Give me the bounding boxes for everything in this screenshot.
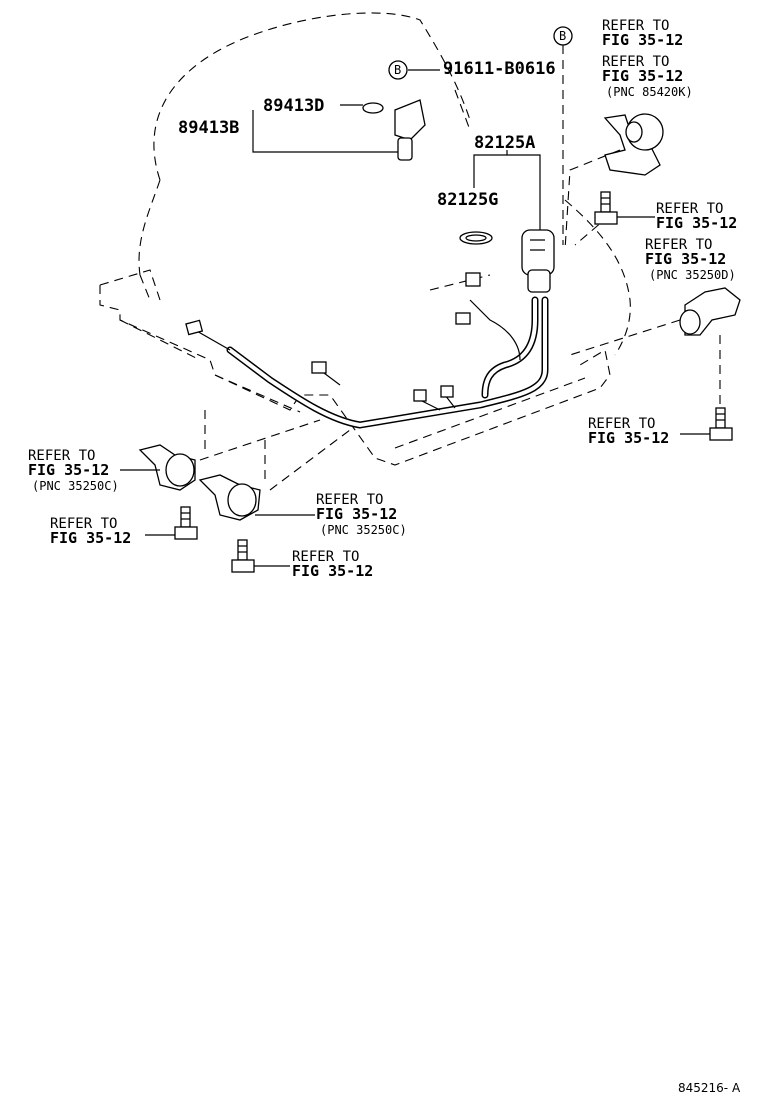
ref2-line2: FIG 35-12 [602, 67, 683, 85]
ref3-line2: FIG 35-12 [656, 214, 737, 232]
sensor-89413B [394, 99, 426, 161]
leader-91611 [454, 89, 471, 131]
label-91611: 91611-B0616 [443, 59, 556, 79]
bracket-85420K [603, 113, 664, 176]
label-82125G: 82125G [437, 190, 498, 210]
ref3-line1: REFER TO [656, 201, 723, 217]
label-89413D: 89413D [263, 96, 324, 116]
bracket-35250C-center [198, 474, 261, 521]
figure-id: 845216- A [678, 1081, 741, 1095]
ref4-line1: REFER TO [645, 237, 712, 253]
leader-bracket-left1 [199, 410, 321, 461]
bolt-left [174, 506, 198, 540]
callout-b-91611-text: B [394, 63, 401, 77]
bolt-center [231, 539, 255, 573]
ref5-line1: REFER TO [588, 416, 655, 432]
ref8-line2: FIG 35-12 [316, 505, 397, 523]
ref9-line1: REFER TO [292, 549, 359, 565]
ref4-line2: FIG 35-12 [645, 250, 726, 268]
speed-sensor-82125A [521, 229, 555, 293]
ref7-line2: FIG 35-12 [50, 529, 131, 547]
leader-bracket-right [569, 319, 681, 356]
connector-4 [465, 272, 481, 287]
ref1-line2: FIG 35-12 [602, 31, 683, 49]
label-89413B: 89413B [178, 118, 239, 138]
oil-pan-inner [119, 319, 586, 449]
connector-6 [440, 385, 454, 398]
ref4-line3: (PNC 35250D) [649, 268, 736, 282]
leader-82125A [473, 150, 541, 230]
wire-branch-core [483, 298, 537, 397]
ref6-line3: (PNC 35250C) [32, 479, 119, 493]
transmission-case-outline [138, 12, 631, 356]
ref5-line2: FIG 35-12 [588, 429, 669, 447]
bolt-right [709, 407, 733, 441]
label-82125A: 82125A [474, 133, 535, 153]
connector-2 [311, 361, 327, 374]
ref1-line1: REFER TO [602, 18, 669, 34]
oil-pan-outline [99, 269, 611, 466]
bolt-top [594, 191, 618, 225]
o-ring-82125G-inner [465, 234, 487, 242]
connector-1 [185, 319, 204, 336]
callout-b-top [553, 26, 573, 46]
ref6-line2: FIG 35-12 [28, 461, 109, 479]
connector-3 [455, 312, 471, 325]
leader-89413B [252, 110, 398, 153]
ref2-line1: REFER TO [602, 54, 669, 70]
ref8-line1: REFER TO [316, 492, 383, 508]
wire-harness-core [228, 298, 547, 428]
bracket-35250D [679, 287, 741, 336]
wire-thin2 [469, 299, 521, 361]
bracket-35250C-left [138, 444, 196, 491]
o-ring-82125G [459, 231, 493, 245]
callout-b-91611 [388, 60, 408, 80]
wire-thin [194, 329, 231, 351]
ref2-line3: (PNC 85420K) [606, 85, 693, 99]
leader-case-dash [429, 274, 491, 291]
leader-bracket-left2 [264, 429, 351, 491]
ref9-line2: FIG 35-12 [292, 562, 373, 580]
ref7-line1: REFER TO [50, 516, 117, 532]
connector-5 [413, 389, 427, 402]
ref6-line1: REFER TO [28, 448, 95, 464]
case-left-edge [139, 274, 151, 301]
o-ring-89413D [362, 102, 384, 114]
ref8-line3: (PNC 35250C) [320, 523, 407, 537]
wire-harness [226, 296, 549, 429]
callout-b-top-text: B [559, 29, 566, 43]
